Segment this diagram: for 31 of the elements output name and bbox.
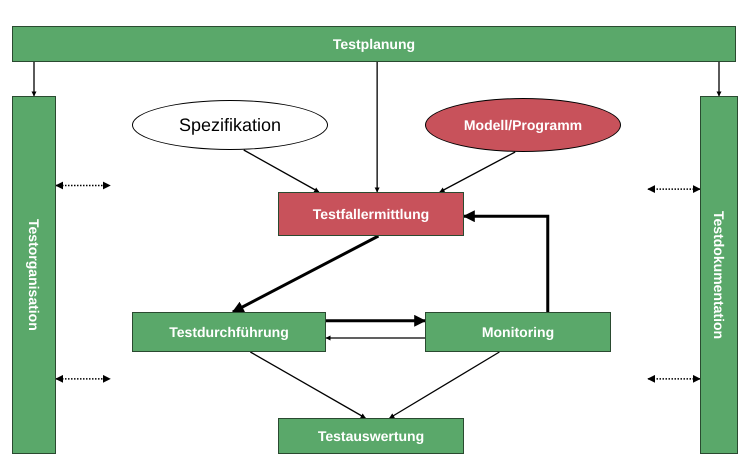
double-arrow [55, 374, 111, 383]
arrow [31, 62, 37, 97]
process-bar [700, 96, 738, 454]
arrow [374, 62, 380, 193]
double-arrow [647, 374, 701, 383]
process-box [278, 418, 464, 454]
node-label: Spezifikation [178, 114, 282, 136]
node-label: Testorganisation [26, 219, 42, 331]
node-label: Testfallermittlung [312, 206, 430, 222]
process-box [278, 192, 464, 236]
node-label: Monitoring [482, 324, 554, 340]
arrow [462, 210, 550, 312]
arrow [243, 149, 320, 193]
process-bar [12, 26, 736, 62]
arrow [716, 62, 722, 97]
double-arrow [55, 182, 111, 190]
process-box [132, 312, 326, 352]
arrow [250, 351, 366, 419]
process-bar [12, 96, 56, 454]
arrow [326, 314, 426, 327]
process-box [425, 312, 611, 352]
arrow [439, 151, 516, 193]
node-label: Testplanung [332, 36, 416, 52]
arrow [325, 335, 425, 341]
node-label: Modell/Programm [464, 117, 582, 133]
double-arrow [647, 185, 701, 194]
node-label: Testdurchführung [169, 324, 289, 340]
arrow [232, 234, 380, 314]
arrow [389, 351, 500, 419]
node-label: Testdokumentation [711, 210, 727, 340]
node-label: Testauswertung [318, 428, 424, 444]
